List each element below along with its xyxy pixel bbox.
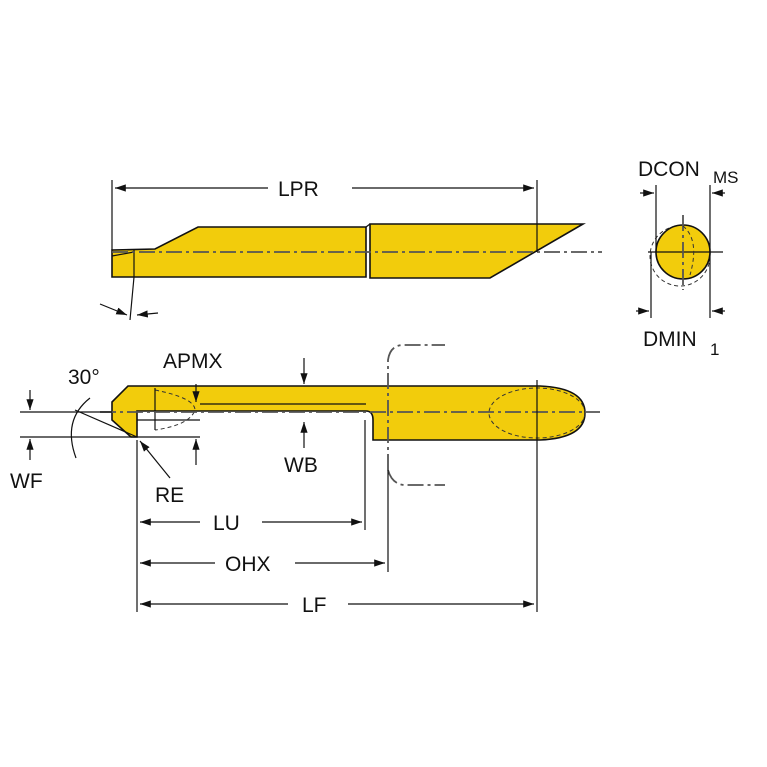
lu-label: LU xyxy=(213,512,240,535)
re-label: RE xyxy=(155,484,184,507)
dcon-label: DCON xyxy=(638,158,700,181)
side-view: WF 30° RE APMX WB LU OHX LF xyxy=(10,344,600,617)
dmin-label: DMIN xyxy=(643,328,697,351)
wb-label: WB xyxy=(284,454,318,477)
apmx-label: APMX xyxy=(163,350,223,373)
top-view-shank xyxy=(369,223,586,279)
side-view-body xyxy=(111,385,586,441)
angle-label: 30° xyxy=(68,366,100,389)
wf-label: WF xyxy=(10,470,43,493)
end-view: DCON MS DMIN 1 xyxy=(636,158,739,359)
lpr-label: LPR xyxy=(278,178,319,201)
dmin-subscript: 1 xyxy=(710,340,719,359)
lf-label: LF xyxy=(302,594,327,617)
ohx-label: OHX xyxy=(225,553,271,576)
dcon-subscript: MS xyxy=(713,168,739,187)
top-view: LPR xyxy=(99,178,602,321)
